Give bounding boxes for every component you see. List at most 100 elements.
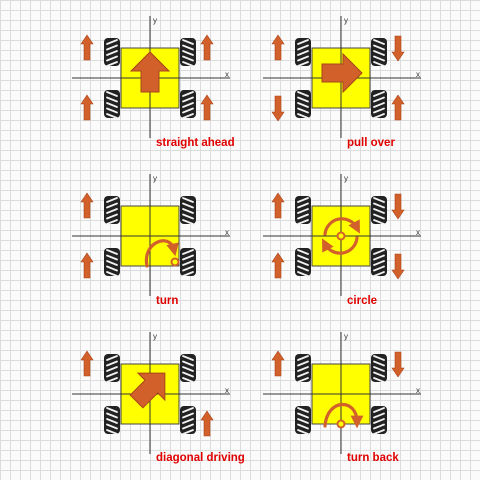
- y-axis-label-diagonal-driving: y: [153, 332, 157, 341]
- wheel-roller: [106, 249, 118, 255]
- caption-turn: turn: [156, 295, 179, 307]
- wheel-roller: [182, 377, 194, 383]
- direction-arrow-front-left: [271, 34, 285, 61]
- wheel-front-left: [104, 354, 120, 383]
- wheel-roller: [373, 271, 385, 277]
- motion-arrow-shape: [129, 372, 166, 409]
- wheel-rear-left: [104, 90, 120, 119]
- y-axis-label-turn-back: y: [344, 332, 348, 341]
- direction-arrow-front-left: [80, 192, 94, 219]
- direction-arrow-rear-right: [391, 253, 405, 280]
- wheel-roller: [106, 429, 118, 435]
- wheel-roller: [373, 107, 385, 114]
- motion-arrow-shape: [321, 52, 363, 94]
- direction-arrow-rear-left: [271, 252, 285, 279]
- caption-diagonal-driving: diagonal driving: [156, 452, 245, 464]
- wheel-rear-right: [371, 406, 387, 435]
- wheel-front-left: [104, 196, 120, 225]
- wheel-roller: [106, 371, 118, 378]
- wheel-roller: [297, 202, 309, 209]
- wheel-roller: [297, 254, 309, 261]
- wheel-roller: [182, 265, 194, 272]
- wheel-rear-left: [104, 248, 120, 277]
- wheel-roller: [297, 208, 309, 214]
- wheel-roller: [182, 91, 194, 97]
- wheel-front-right: [180, 38, 196, 67]
- wheel-roller: [373, 377, 385, 383]
- wheel-roller: [297, 412, 309, 419]
- wheel-roller: [106, 107, 118, 114]
- x-axis-label-pull-over: x: [416, 70, 420, 79]
- wheel-roller: [106, 39, 118, 45]
- wheel-rear-right: [180, 90, 196, 119]
- wheel-roller: [373, 91, 385, 97]
- wheel-roller: [182, 44, 194, 51]
- caption-turn-back: turn back: [347, 452, 399, 464]
- x-axis-label-turn: x: [225, 228, 229, 237]
- wheel-roller: [182, 208, 194, 214]
- direction-arrow-front-right: [200, 34, 214, 61]
- y-axis-label-turn: y: [153, 174, 157, 183]
- wheel-rear-left: [295, 248, 311, 277]
- panel-turn: xy: [72, 174, 230, 296]
- wheel-front-right: [371, 354, 387, 383]
- wheel-roller: [373, 407, 385, 413]
- wheel-roller: [106, 213, 118, 220]
- wheel-rear-left: [295, 90, 311, 119]
- wheel-roller: [297, 91, 309, 97]
- wheel-roller: [106, 61, 118, 67]
- wheel-roller: [373, 39, 385, 45]
- wheel-roller: [106, 377, 118, 383]
- wheel-front-left: [295, 354, 311, 383]
- wheel-roller: [297, 113, 309, 119]
- wheel-roller: [373, 429, 385, 435]
- caption-circle: circle: [347, 295, 378, 307]
- rotation-center: [336, 231, 346, 241]
- wheel-roller: [106, 55, 118, 62]
- wheel-roller: [106, 50, 118, 56]
- wheel-roller: [373, 412, 385, 419]
- wheel-roller: [297, 44, 309, 51]
- direction-arrow-front-left: [271, 192, 285, 219]
- wheel-roller: [373, 50, 385, 56]
- wheel-roller: [297, 61, 309, 67]
- wheel-roller: [373, 61, 385, 67]
- wheel-roller: [106, 418, 118, 424]
- wheel-roller: [182, 213, 194, 220]
- wheel-roller: [182, 371, 194, 378]
- wheel-roller: [297, 197, 309, 203]
- wheel-roller: [106, 102, 118, 108]
- wheel-roller: [297, 366, 309, 372]
- wheel-roller: [373, 360, 385, 367]
- wheel-front-left: [295, 196, 311, 225]
- wheel-roller: [106, 271, 118, 277]
- direction-arrow-rear-left: [80, 94, 94, 121]
- wheel-roller: [182, 355, 194, 361]
- direction-arrow-rear-left: [271, 95, 285, 122]
- wheel-roller: [182, 202, 194, 209]
- wheel-roller: [182, 271, 194, 277]
- wheel-front-right: [371, 196, 387, 225]
- panel-turn-back: xy: [263, 332, 421, 454]
- wheel-roller: [182, 418, 194, 424]
- wheel-roller: [182, 61, 194, 67]
- direction-arrow-rear-right: [200, 94, 214, 121]
- wheel-roller: [182, 407, 194, 413]
- wheel-roller: [373, 219, 385, 225]
- wheel-roller: [106, 407, 118, 413]
- wheel-roller: [373, 423, 385, 430]
- direction-arrow-front-right: [391, 35, 405, 62]
- wheel-roller: [373, 265, 385, 272]
- direction-arrow-rear-right: [391, 94, 405, 121]
- wheel-roller: [297, 219, 309, 225]
- x-axis-label-diagonal-driving: x: [225, 386, 229, 395]
- wheel-roller: [106, 412, 118, 419]
- wheel-roller: [106, 197, 118, 203]
- direction-arrow-front-right: [391, 193, 405, 220]
- wheel-roller: [297, 377, 309, 383]
- wheel-rear-right: [180, 248, 196, 277]
- wheel-roller: [106, 254, 118, 261]
- wheel-roller: [297, 355, 309, 361]
- wheel-roller: [297, 96, 309, 103]
- x-axis-label-turn-back: x: [416, 386, 420, 395]
